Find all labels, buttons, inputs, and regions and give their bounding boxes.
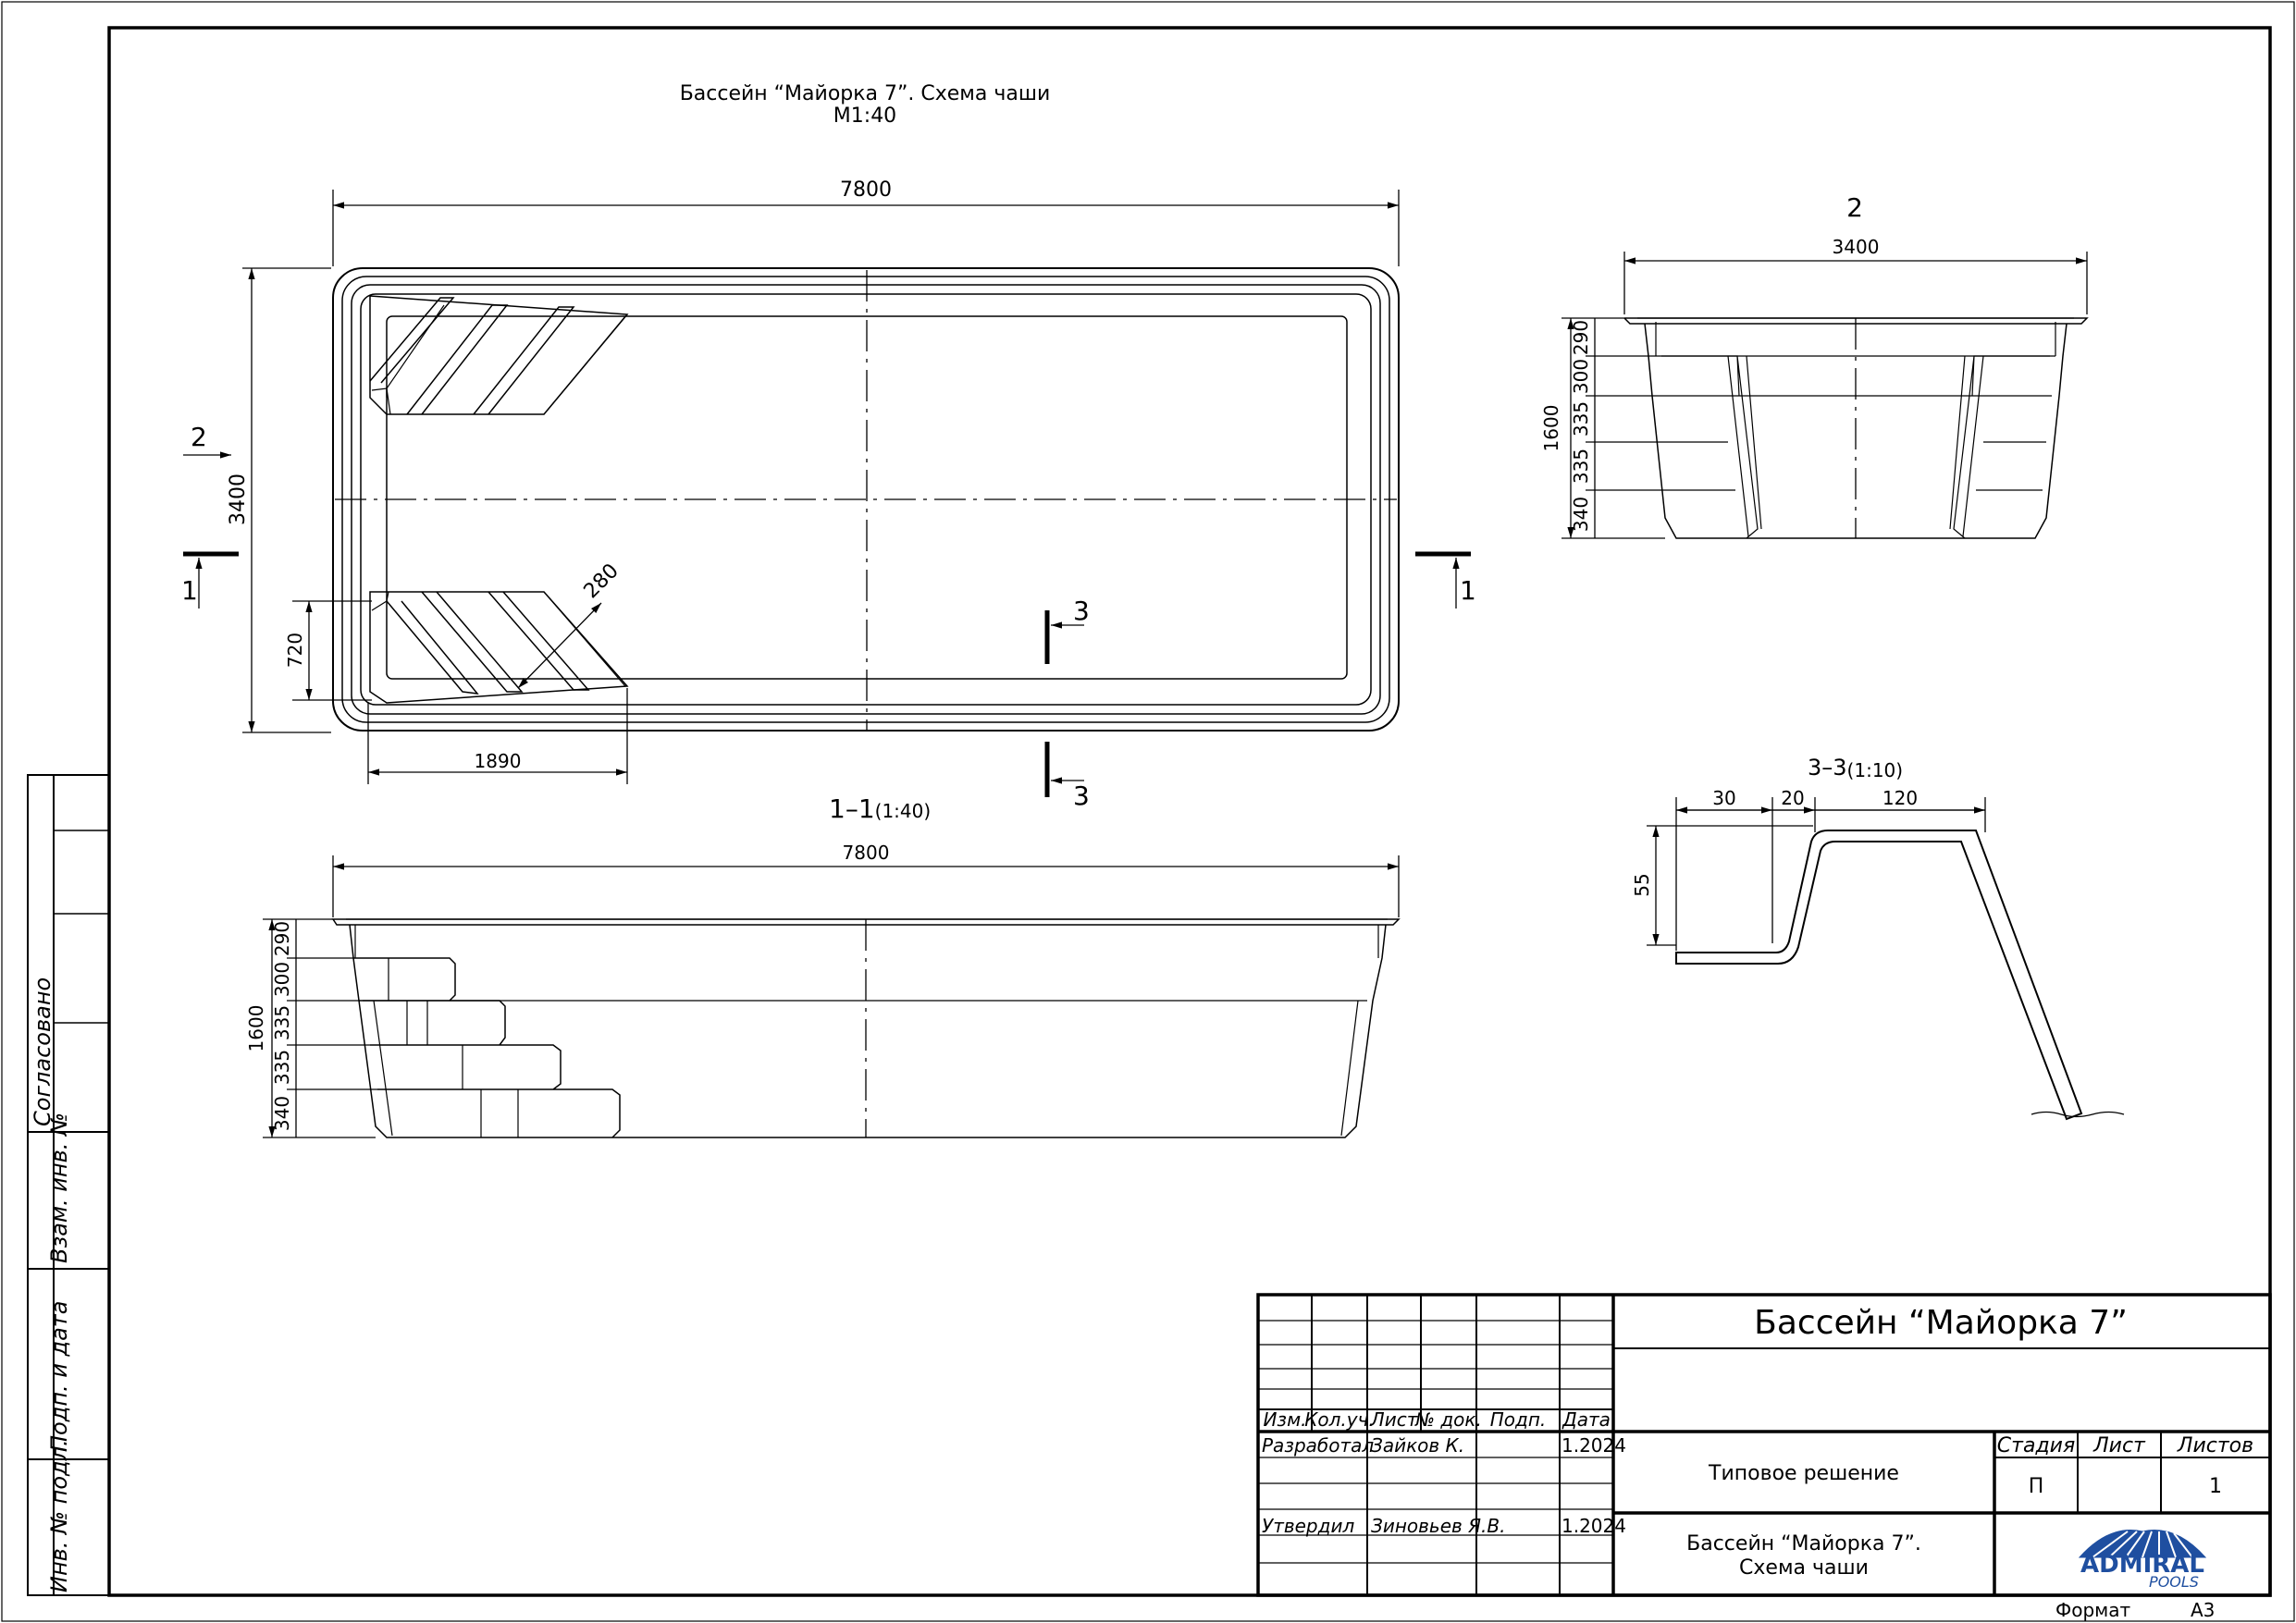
- section-1-label-left: 1: [181, 575, 198, 606]
- plan-stairs-top: [369, 295, 629, 415]
- side-stamp-agreed: Согласовано: [30, 977, 56, 1126]
- section-1-1-dim-1600: 1600: [245, 1005, 267, 1052]
- stamp-header-doc: № док.: [1414, 1408, 1482, 1431]
- format-label: Формат: [2055, 1599, 2130, 1621]
- section-2-step-4: 335: [1570, 449, 1592, 484]
- section-2-view: 2 3400 1600 290 300 335 335 340: [1540, 192, 2089, 539]
- format-value: А3: [2191, 1599, 2215, 1621]
- stamp-stage-label: Стадия: [1997, 1434, 2075, 1457]
- stamp-approved-date: 1.2024: [1562, 1515, 1626, 1537]
- section-2-step-3: 335: [1570, 401, 1592, 436]
- stamp-header-date: Дата: [1562, 1408, 1611, 1431]
- section-2-label-plan: 2: [191, 422, 207, 452]
- stamp-doc-type: Типовое решение: [1708, 1462, 1899, 1485]
- stamp-developed-date: 1.2024: [1562, 1434, 1626, 1457]
- plan-dim-280-line: [517, 602, 602, 689]
- plan-outer-rim: [332, 267, 1400, 732]
- plan-stairs-bottom: [369, 591, 629, 704]
- stamp-developed-label: Разработал: [1262, 1434, 1374, 1457]
- section-2-dim-3400: 3400: [1833, 236, 1880, 258]
- drawing-scale: М1:40: [833, 105, 896, 128]
- plan-dim-1890: 1890: [475, 750, 522, 772]
- section-3-3-profile: [1675, 830, 2083, 1121]
- section-1-1-step-3: 335: [271, 1005, 293, 1040]
- section-2-stairs-right: [1949, 355, 2050, 539]
- stamp-stage-value: П: [2029, 1475, 2044, 1498]
- side-stamp: Согласовано Взам. инв. № Подп. и дата Ин…: [27, 774, 110, 1596]
- stamp-approved-name: Зиновьев Я.В.: [1371, 1515, 1506, 1537]
- section-2-step-1: 290: [1570, 320, 1592, 355]
- plan-dim-280: 280: [580, 559, 623, 603]
- stamp-sheet-title-2: Схема чаши: [1739, 1556, 1869, 1580]
- stamp-project-title: Бассейн “Майорка 7”: [1754, 1304, 2128, 1342]
- plan-dim-720: 720: [284, 633, 306, 668]
- side-stamp-sign-date: Подп. и дата: [46, 1301, 72, 1453]
- section-3-3-dim-20: 20: [1781, 787, 1804, 809]
- stamp-header-izm: Изм.: [1263, 1408, 1306, 1431]
- section-3-3-dim-30: 30: [1712, 787, 1735, 809]
- stamp-sheet-title-1: Бассейн “Майорка 7”.: [1686, 1532, 1921, 1555]
- admiral-logo: ADMIRAL POOLS: [2078, 1530, 2207, 1591]
- section-1-1-dim-7800: 7800: [843, 842, 890, 864]
- section-1-1-view: 1–1(1:40) 7800 1600 290 300 335 335 340: [245, 793, 1401, 1138]
- stamp-sheets-value: 1: [2209, 1475, 2222, 1498]
- plan-dim-3400: 3400: [227, 473, 250, 525]
- section-1-1-step-2: 300: [271, 962, 293, 997]
- section-2-step-2: 300: [1570, 359, 1592, 394]
- stamp-header-list: Лист: [1370, 1408, 1419, 1431]
- section-2-stairs-left: [1661, 355, 1762, 539]
- section-1-1-step-1: 290: [271, 921, 293, 956]
- stamp-sheets-label: Листов: [2177, 1434, 2253, 1457]
- stamp-header-sign: Подп.: [1490, 1408, 1547, 1431]
- section-3-3-dim-120: 120: [1882, 787, 1918, 809]
- side-stamp-replace-inv: Взам. инв. №: [46, 1113, 72, 1263]
- section-1-1-step-5: 340: [271, 1096, 293, 1131]
- stamp-sheet-label: Лист: [2092, 1434, 2146, 1457]
- drawing-title: Бассейн “Майорка 7”. Схема чаши: [680, 82, 1051, 105]
- section-3-3-dim-55: 55: [1631, 873, 1653, 896]
- logo-main-text: ADMIRAL: [2080, 1551, 2204, 1579]
- section-3-3-view: 3–3(1:10) 30 20 120 55: [1631, 755, 2125, 1121]
- stamp-approved-label: Утвердил: [1262, 1515, 1354, 1537]
- section-3-3-title: 3–3(1:10): [1808, 755, 1903, 781]
- stamp-developed-name: Зайков К.: [1371, 1434, 1464, 1457]
- section-1-1-title: 1–1(1:40): [829, 793, 931, 824]
- section-3-label-bottom: 3: [1073, 781, 1090, 811]
- stamp-header-kol: Кол.уч.: [1304, 1408, 1375, 1431]
- section-2-step-5: 340: [1570, 497, 1592, 532]
- section-2-dim-1600: 1600: [1540, 405, 1562, 452]
- section-1-label-right: 1: [1460, 575, 1476, 606]
- section-1-1-step-4: 335: [271, 1050, 293, 1085]
- title-block: Изм. Кол.уч. Лист № док. Подп. Дата Разр…: [1256, 1293, 2272, 1621]
- section-3-label-top: 3: [1073, 596, 1090, 626]
- section-1-1-stairs: [353, 957, 621, 1138]
- section-2-title: 2: [1846, 192, 1863, 223]
- side-stamp-inv-orig: Инв. № подл.: [46, 1439, 72, 1592]
- drawing-frame: [107, 26, 2272, 1597]
- logo-sub-text: POOLS: [2149, 1573, 2199, 1591]
- plan-dim-7800: 7800: [840, 178, 892, 202]
- plan-view: 280 7800 3400 720 1890 1 1 2: [181, 178, 1476, 811]
